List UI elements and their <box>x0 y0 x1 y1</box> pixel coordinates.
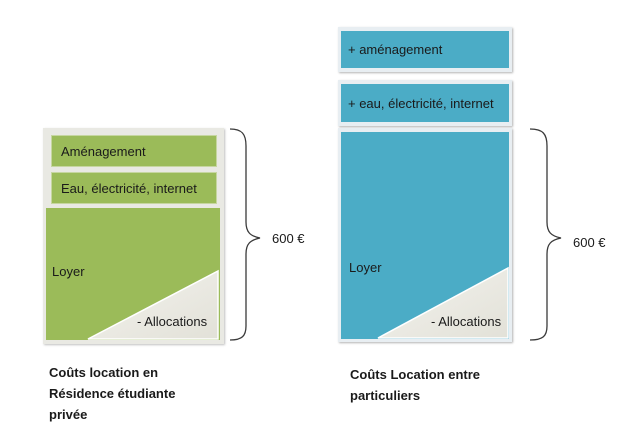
left-utilities-box: Eau, électricité, internet <box>51 172 217 204</box>
right-allowance-wedge <box>377 266 509 339</box>
right-caption-line2: particuliers <box>350 388 421 403</box>
right-rent-label: Loyer <box>349 260 382 275</box>
right-total-label: 600 € <box>573 235 606 250</box>
left-utilities-label: Eau, électricité, internet <box>61 180 197 196</box>
left-caption: Coûts location en Résidence étudiante pr… <box>49 362 175 425</box>
left-amenagement-box: Aménagement <box>51 135 217 167</box>
left-caption-line3: privée <box>49 407 88 422</box>
right-allowances-label: - Allocations <box>431 314 502 329</box>
left-brace <box>229 128 261 341</box>
right-utilities-label: + eau, électricité, internet <box>348 95 494 111</box>
right-amenagement-label: + aménagement <box>348 42 443 57</box>
left-allowances-label: - Allocations <box>137 314 208 329</box>
right-caption-line1: Coûts Location entre <box>350 367 481 382</box>
right-brace <box>529 128 562 341</box>
left-caption-line2: Résidence étudiante <box>49 386 176 401</box>
right-amenagement-box: + aménagement <box>341 31 509 68</box>
left-allowance-wedge <box>87 269 219 340</box>
left-rent-label: Loyer <box>52 264 85 279</box>
right-caption: Coûts Location entre particuliers <box>350 364 480 406</box>
left-caption-line1: Coûts location en <box>49 365 159 380</box>
right-utilities-box: + eau, électricité, internet <box>341 84 509 122</box>
left-total-label: 600 € <box>272 231 305 246</box>
left-amenagement-label: Aménagement <box>61 143 146 159</box>
